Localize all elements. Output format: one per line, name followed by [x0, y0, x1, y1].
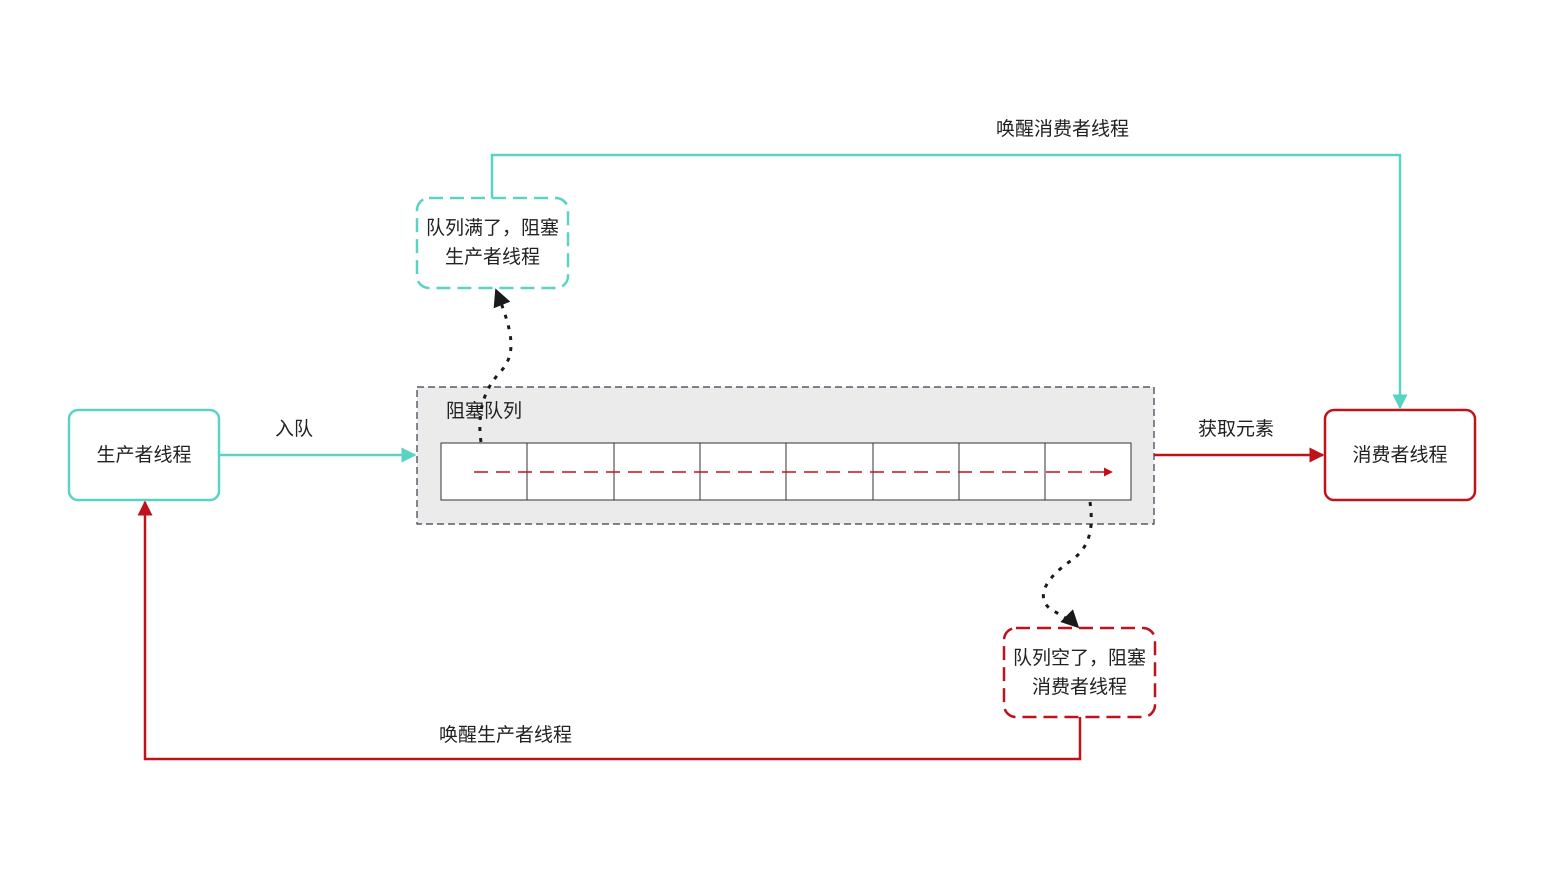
- consumer-box: [1323, 408, 1477, 502]
- queue-full-label: 队列满了，阻塞 生产者线程: [417, 198, 568, 288]
- wake-producer-edge: [137, 500, 1082, 761]
- consumer-label: 消费者线程: [1325, 410, 1475, 500]
- queue-empty-line1: 队列空了，阻塞: [1012, 646, 1146, 669]
- block-consumer-curve: [1041, 501, 1093, 629]
- queue-empty-box: [1002, 626, 1157, 719]
- queue-empty-label: 队列空了，阻塞 消费者线程: [1004, 628, 1155, 717]
- queue-full-line2: 生产者线程: [444, 246, 540, 268]
- consumer-text: 消费者线程: [1352, 443, 1448, 466]
- producer-text: 生产者线程: [96, 443, 192, 466]
- producer-label: 生产者线程: [69, 410, 219, 500]
- take-label: 获取元素: [1198, 418, 1275, 440]
- wake-consumer-label: 唤醒消费者线程: [996, 118, 1130, 140]
- queue-empty-line2: 消费者线程: [1031, 675, 1127, 698]
- queue-full-line1: 队列满了，阻塞: [425, 217, 559, 239]
- wake-producer-label: 唤醒生产者线程: [439, 724, 573, 746]
- enqueue-label: 入队: [275, 418, 314, 440]
- block-producer-curve: [478, 288, 513, 443]
- queue-title: 阻塞队列: [446, 400, 523, 422]
- wake-consumer-edge: [490, 153, 1408, 410]
